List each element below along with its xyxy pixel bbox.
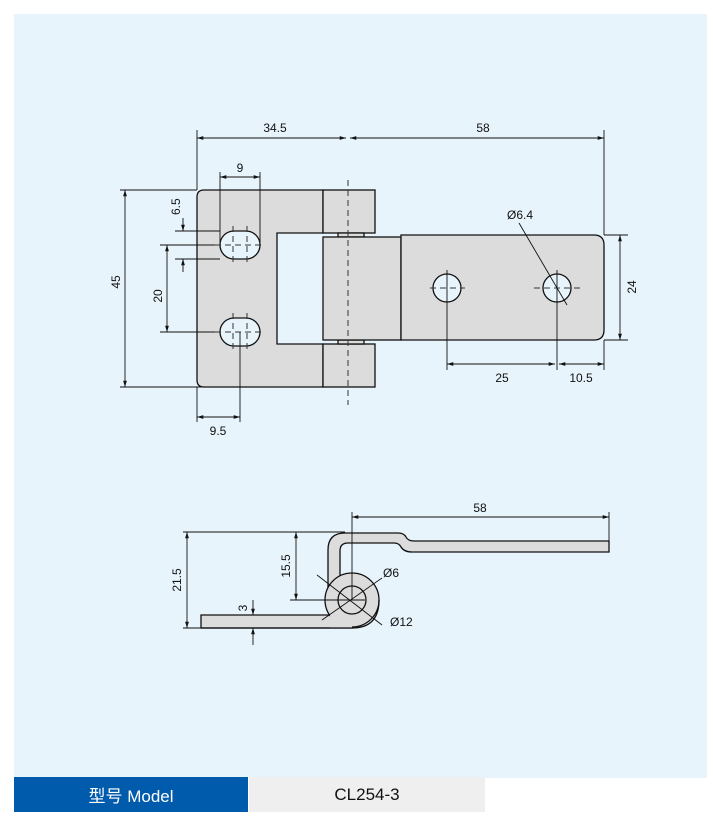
dim-25: 25: [495, 371, 509, 385]
knuckle-top: [322, 189, 376, 234]
dim-10-5: 10.5: [569, 371, 593, 385]
top-view: 34.5 58 9 6.5 20 45 9.5 Ø6.4 24 25 10.5: [109, 121, 639, 438]
model-label: 型号 Model: [14, 777, 248, 812]
dim-21-5: 21.5: [170, 568, 184, 592]
drawing-panel: [14, 14, 707, 778]
dim-hole-dia: Ø6.4: [507, 208, 533, 222]
dim-9: 9: [237, 161, 244, 175]
side-view: 58 21.5 15.5 3 Ø6 Ø12: [170, 501, 610, 645]
model-value: CL254-3: [249, 777, 485, 812]
dim-45: 45: [109, 275, 123, 289]
right-leaf: [400, 234, 605, 341]
dim-20: 20: [151, 289, 165, 303]
lower-plate: [200, 614, 353, 629]
model-table: 型号 Model CL254-3: [14, 777, 485, 812]
dim-6-5: 6.5: [169, 198, 183, 215]
dim-24: 24: [625, 280, 639, 294]
dim-15-5: 15.5: [279, 554, 293, 578]
knuckle-middle: [322, 236, 402, 341]
dim-58-top: 58: [476, 121, 490, 135]
knuckle-bottom: [322, 343, 376, 388]
dim-pin-dia: Ø6: [383, 566, 399, 580]
dim-9-5: 9.5: [210, 424, 227, 438]
dim-3: 3: [236, 604, 250, 611]
upper-strip: [327, 532, 610, 601]
dim-knuckle-dia: Ø12: [390, 615, 413, 629]
dim-34-5: 34.5: [263, 121, 287, 135]
dim-58-side: 58: [473, 501, 487, 515]
